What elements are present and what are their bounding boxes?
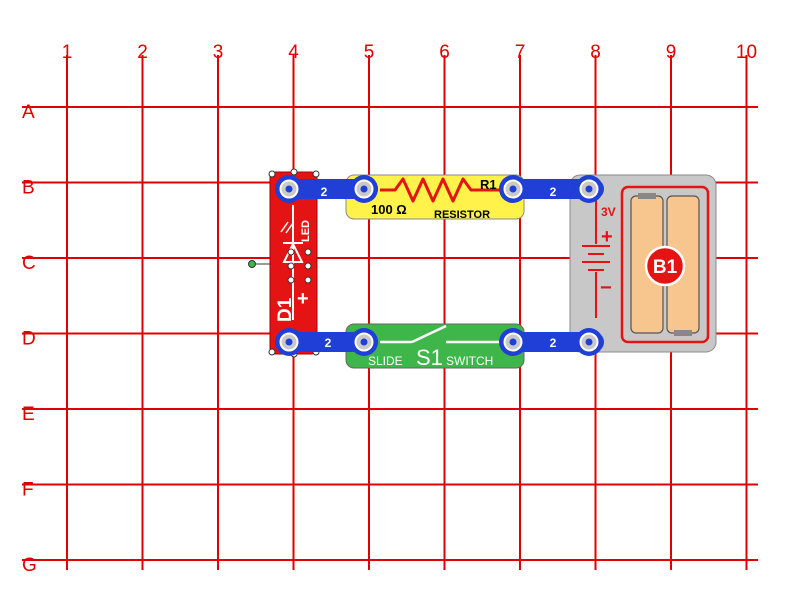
battery-id-label: B1 bbox=[653, 257, 678, 278]
grid-column-label: 8 bbox=[590, 42, 601, 63]
resistor-id-label: R1 bbox=[480, 177, 497, 192]
battery-voltage-label: 3V bbox=[601, 205, 616, 219]
grid-column-label: 6 bbox=[439, 42, 450, 63]
led-id-label: D1 bbox=[275, 297, 296, 322]
wire-label: 2 bbox=[550, 336, 557, 350]
snap-center bbox=[509, 338, 517, 346]
grid-column-label: 10 bbox=[736, 42, 757, 63]
resistor-value-label: 100 Ω bbox=[371, 202, 407, 217]
grid-column-label: 1 bbox=[62, 42, 73, 63]
slide-switch-s1[interactable]: SLIDE S1 SWITCH bbox=[345, 323, 525, 370]
grid-column-label: 3 bbox=[213, 42, 224, 63]
led-name-label: LED bbox=[300, 220, 312, 242]
battery-b1[interactable]: 3V + − B1 bbox=[569, 174, 717, 353]
grid-column-label: 9 bbox=[666, 42, 677, 63]
snap-center bbox=[360, 185, 368, 193]
resistor-name-label: RESISTOR bbox=[434, 209, 490, 221]
rotate-handle[interactable] bbox=[248, 260, 256, 268]
led-polarity-label: + bbox=[297, 288, 309, 310]
snap-center bbox=[509, 185, 517, 193]
grid-row-label: E bbox=[22, 404, 35, 425]
battery-plus-sign: + bbox=[601, 226, 613, 248]
snap-center bbox=[360, 338, 368, 346]
wire-label: 2 bbox=[550, 185, 557, 199]
switch-id-label: S1 bbox=[416, 345, 443, 370]
grid-column-label: 2 bbox=[137, 42, 148, 63]
grid-row-label: F bbox=[22, 480, 34, 501]
wire-label: 2 bbox=[325, 336, 332, 350]
wire-label: 2 bbox=[321, 185, 328, 199]
snap-center bbox=[285, 338, 293, 346]
grid-column-label: 5 bbox=[364, 42, 375, 63]
snap-center bbox=[585, 338, 593, 346]
snap-center bbox=[285, 185, 293, 193]
grid-column-label: 4 bbox=[288, 42, 299, 63]
resistor-r1[interactable]: 100 Ω RESISTOR R1 bbox=[345, 174, 525, 221]
snap-connectors bbox=[275, 175, 603, 356]
grid-row-label: D bbox=[22, 329, 36, 350]
grid-column-label: 7 bbox=[515, 42, 526, 63]
grid-row-label: B bbox=[22, 178, 35, 199]
led-d1[interactable]: LED D1 + bbox=[248, 168, 320, 358]
grid-row-label: G bbox=[22, 555, 37, 576]
snap-center bbox=[585, 185, 593, 193]
switch-name-right: SWITCH bbox=[446, 354, 493, 368]
battery-minus-sign: − bbox=[600, 277, 612, 299]
grid-row-label: C bbox=[22, 253, 36, 274]
switch-name-left: SLIDE bbox=[368, 354, 403, 368]
grid-row-label: A bbox=[22, 102, 35, 123]
